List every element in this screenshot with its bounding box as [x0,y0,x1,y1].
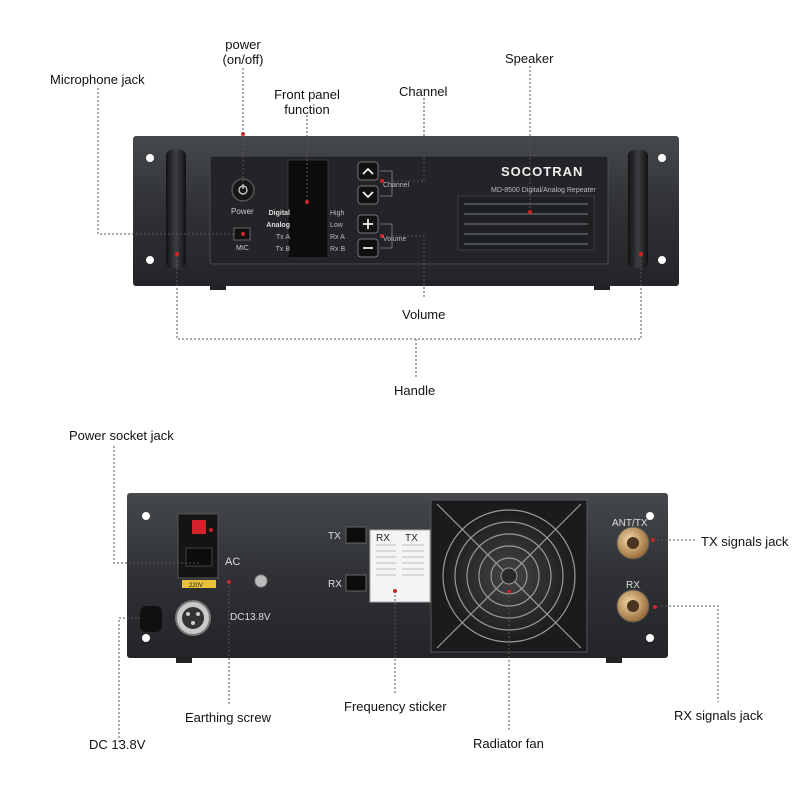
callout-power-socket-jack: Power socket jack [69,428,174,443]
voltage-sticker [182,580,216,588]
callout-microphone-jack: Microphone jack [50,72,145,87]
channel-panel-label: Channel [383,182,410,189]
front-leader-lines [97,66,642,378]
channel-up-button [357,161,379,181]
rack-hole [658,154,666,162]
front-unit [133,132,679,290]
callout-power: power (on/off) [213,37,273,67]
frequency-sticker [369,529,431,603]
callout-handle: Handle [394,383,436,398]
indicator-label: High [330,210,345,217]
sticker-rx-label: RX [376,533,390,544]
dc-label: DC13.8V [230,612,271,623]
rx-jack-label: RX [626,580,640,591]
rack-hole [146,256,154,264]
callout-radiator-fan: Radiator fan [473,736,544,751]
indicator-label: Tx B [275,246,290,253]
handle-right [628,150,648,268]
volume-panel-label: Volume [383,236,407,243]
mic-jack-label: MIC [236,245,249,252]
indicators-left: Digital Analog Tx A Tx B [262,208,290,256]
tx-port [345,526,367,544]
ac-label: AC [225,556,241,568]
indicator-label: Rx B [330,246,346,253]
voltage-sticker-label: 220V [189,583,204,589]
callout-tx-signals-jack: TX signals jack [701,534,789,549]
callout-volume: Volume [402,307,446,322]
callout-front-panel-function: Front panel function [262,87,352,117]
callout-speaker: Speaker [505,51,554,66]
callout-power-line1: power [225,37,261,52]
channel-down-button [357,185,379,205]
ant-tx-label: ANT/TX [612,518,648,529]
dc-plug [140,606,162,632]
rack-hole [146,154,154,162]
rx-port-label: RX [328,579,342,590]
indicator-label: Low [330,222,343,229]
callout-front-panel-line2: function [284,102,330,117]
sticker-tx-label: TX [405,533,418,544]
speaker-grill [457,195,595,251]
callout-frequency-sticker: Frequency sticker [344,699,447,714]
handle-left [166,150,186,268]
power-switch [192,520,206,534]
callout-rx-signals-jack: RX signals jack [674,708,763,723]
power-button-label: Power [231,207,254,216]
power-button [231,178,255,202]
earthing-screw [254,574,268,588]
callout-front-panel-line1: Front panel [274,87,340,102]
rx-port [345,574,367,592]
front-display [287,159,329,259]
callout-dc-13-8v: DC 13.8V [89,737,146,752]
brand-logo: SOCOTRAN [501,164,584,179]
indicators-right: High Low Rx A Rx B [330,208,358,256]
rear-unit [127,493,668,663]
callout-power-line2: (on/off) [222,52,264,67]
callout-channel: Channel [399,84,448,99]
indicator-label: Tx A [275,234,290,241]
rear-leader-lines [113,446,719,742]
callout-earthing-screw: Earthing screw [185,710,271,725]
tx-port-label: TX [328,531,341,542]
rack-hole [658,256,666,264]
indicator-label: Analog [266,222,290,229]
indicator-label: Rx A [330,234,345,241]
indicator-label: Digital [268,210,290,217]
model-label: MD-8500 Digital/Analog Repeater [491,187,596,194]
